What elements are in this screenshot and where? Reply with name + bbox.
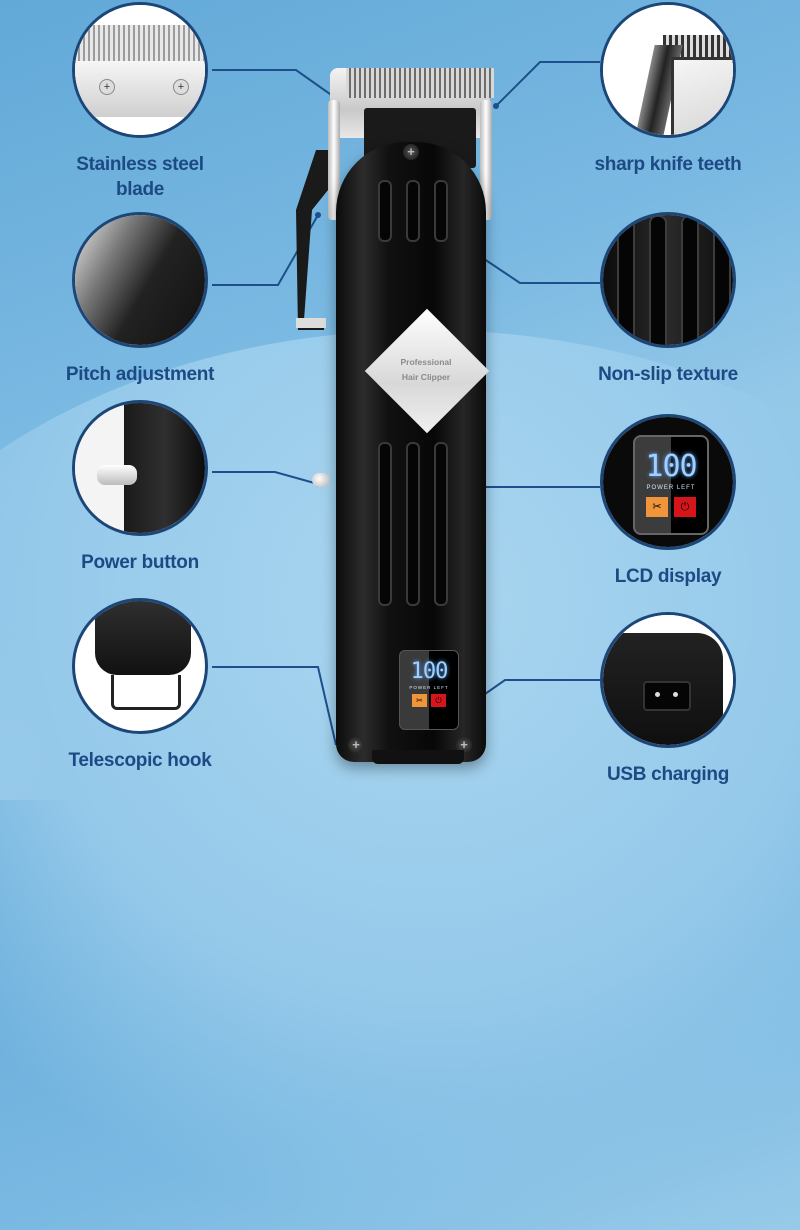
badge-text: Professional Hair Clipper — [376, 355, 476, 385]
lower-grooves — [378, 442, 448, 606]
clipper-icon: ✂ — [412, 694, 427, 707]
label-stainless-blade: Stainless steel blade — [76, 154, 204, 200]
screw-bottom-left: + — [348, 737, 364, 753]
blade-rail-left — [328, 100, 340, 220]
lcd-caption: POWER LEFT — [409, 685, 449, 690]
label-pitch-adjustment: Pitch adjustment — [65, 364, 215, 385]
screw-top: + — [403, 144, 419, 160]
clipper-icon: ✂ — [646, 497, 668, 517]
lever-detail-circle — [72, 212, 208, 348]
texture-detail-icon — [603, 215, 733, 345]
callout-stainless-blade: + + Stainless steel blade — [55, 2, 225, 202]
label-non-slip-texture: Non-slip texture — [598, 364, 738, 385]
label-lcd-display: LCD display — [614, 566, 722, 587]
charging-port-detail-icon — [603, 633, 723, 745]
clipper-body: + Professional Hair Clipper 100 POWER LE… — [336, 142, 490, 762]
label-usb-charging: USB charging — [606, 764, 730, 785]
badge-line1: Professional — [400, 357, 452, 367]
callout-pitch-adjustment: Pitch adjustment — [55, 212, 225, 387]
teeth-detail-circle — [600, 2, 736, 138]
badge-line2: Hair Clipper — [401, 372, 451, 382]
hair-clipper: + Professional Hair Clipper 100 POWER LE… — [296, 60, 500, 764]
lcd-detail-circle: 100 POWER LEFT ✂ ⏻ — [600, 414, 736, 550]
pitch-lever[interactable] — [294, 150, 328, 330]
plug-icon: ⏻ — [431, 694, 446, 707]
blade-detail-icon: + + — [75, 5, 205, 135]
power-button-detail-icon — [97, 465, 137, 485]
lcd-detail-icon: 100 POWER LEFT ✂ ⏻ — [633, 435, 709, 535]
charging-port-detail-circle — [600, 612, 736, 748]
blade-rail-right — [480, 100, 492, 220]
label-power-button: Power button — [81, 552, 199, 573]
callout-power-button: Power button — [55, 400, 225, 575]
callout-usb-charging: USB charging — [583, 612, 753, 787]
lcd-detail-value: 100 — [645, 449, 697, 484]
blade-detail-circle: + + — [72, 2, 208, 138]
lever-detail-icon — [75, 215, 205, 345]
charging-base — [372, 750, 464, 764]
label-telescopic-hook: Telescopic hook — [68, 750, 212, 771]
callout-sharp-teeth: sharp knife teeth — [583, 2, 753, 177]
callout-lcd-display: 100 POWER LEFT ✂ ⏻ LCD display — [583, 414, 753, 589]
texture-detail-circle — [600, 212, 736, 348]
screw-bottom-right: + — [456, 737, 472, 753]
hook-detail-circle — [72, 598, 208, 734]
lcd-value: 100 — [410, 659, 449, 684]
lcd-detail-caption: POWER LEFT — [646, 485, 696, 491]
power-button-detail-circle — [72, 400, 208, 536]
plug-icon: ⏻ — [674, 497, 696, 517]
power-button[interactable] — [312, 473, 330, 487]
teeth-detail-icon — [603, 5, 733, 135]
lcd-screen: 100 POWER LEFT ✂ ⏻ — [399, 650, 459, 730]
upper-grooves — [378, 180, 448, 242]
label-sharp-teeth: sharp knife teeth — [594, 154, 742, 175]
hook-detail-icon — [95, 601, 191, 675]
clipper-blade — [330, 68, 494, 168]
callout-non-slip-texture: Non-slip texture — [583, 212, 753, 387]
callout-telescopic-hook: Telescopic hook — [55, 598, 225, 773]
blade-teeth — [346, 68, 494, 98]
